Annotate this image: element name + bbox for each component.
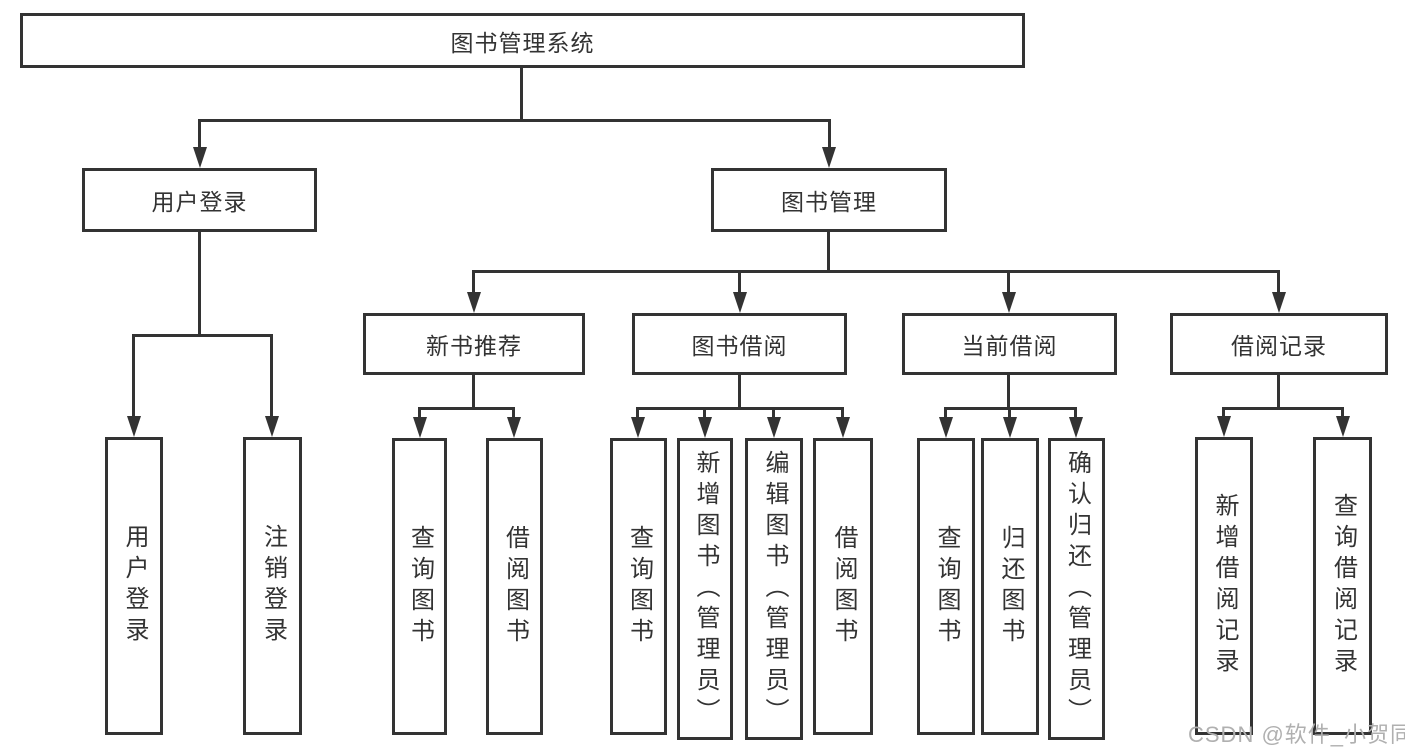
connector-drop-cb-return bbox=[1008, 407, 1011, 419]
connector-drop-bb-query bbox=[636, 407, 639, 419]
connector-drop-bb-add bbox=[703, 407, 706, 419]
connector-drop-book-borrow bbox=[738, 270, 741, 294]
node-root: 图书管理系统 bbox=[20, 13, 1025, 68]
node-bb-edit-book-admin: 编辑图书（管理员） bbox=[745, 438, 803, 740]
node-br-add-record: 新增借阅记录 bbox=[1195, 437, 1253, 735]
watermark-text: CSDN @软件_小贺同学 bbox=[1188, 722, 1405, 747]
connector-drop-br-add bbox=[1222, 407, 1225, 419]
connector-level2-hline bbox=[198, 119, 831, 122]
connector-current-borrow-stem bbox=[1007, 375, 1010, 410]
arrowhead-current-borrow-icon bbox=[1002, 292, 1016, 313]
arrowhead-br-add-icon bbox=[1217, 416, 1231, 437]
connector-drop-user-login bbox=[198, 119, 201, 149]
connector-book-management-stem bbox=[827, 232, 830, 273]
arrowhead-bb-edit-icon bbox=[767, 417, 781, 438]
arrowhead-borrow-records-icon bbox=[1272, 292, 1286, 313]
arrowhead-nb-borrow-icon bbox=[507, 417, 521, 438]
connector-level3-hline bbox=[472, 270, 1280, 273]
connector-drop-borrow-records bbox=[1277, 270, 1280, 294]
arrowhead-leaf-logout-icon bbox=[265, 416, 279, 437]
arrowhead-bb-query-icon bbox=[631, 417, 645, 438]
node-user-login-leaf: 用户登录 bbox=[105, 437, 163, 735]
connector-drop-cb-query bbox=[944, 407, 947, 419]
arrowhead-user-login-icon bbox=[193, 147, 207, 168]
connector-drop-bb-borrow bbox=[841, 407, 844, 419]
connector-book-borrow-stem bbox=[738, 375, 741, 410]
node-br-query-record: 查询借阅记录 bbox=[1313, 437, 1372, 735]
connector-book-borrow-hline bbox=[636, 407, 844, 410]
arrowhead-book-management-icon bbox=[822, 147, 836, 168]
connector-drop-leaf-logout bbox=[270, 334, 273, 418]
connector-drop-book-management bbox=[828, 119, 831, 149]
arrowhead-cb-return-icon bbox=[1003, 417, 1017, 438]
node-cb-confirm-return-admin: 确认归还（管理员） bbox=[1048, 438, 1105, 740]
arrowhead-cb-query-icon bbox=[939, 417, 953, 438]
connector-drop-new-book bbox=[472, 270, 475, 294]
node-logout: 注销登录 bbox=[243, 437, 302, 735]
arrowhead-br-query-icon bbox=[1336, 416, 1350, 437]
node-bb-add-book-admin: 新增图书（管理员） bbox=[677, 438, 733, 740]
connector-new-book-stem bbox=[472, 375, 475, 410]
node-book-management: 图书管理 bbox=[711, 168, 947, 232]
node-cb-query-books: 查询图书 bbox=[917, 438, 975, 735]
node-user-login: 用户登录 bbox=[82, 168, 317, 232]
arrowhead-nb-query-icon bbox=[413, 417, 427, 438]
connector-drop-leaf-user-login bbox=[132, 334, 135, 418]
arrowhead-bb-borrow-icon bbox=[836, 417, 850, 438]
connector-drop-nb-borrow bbox=[512, 407, 515, 419]
node-cb-return-book: 归还图书 bbox=[981, 438, 1039, 735]
connector-drop-current-borrow bbox=[1007, 270, 1010, 294]
connector-user-login-stem bbox=[198, 232, 201, 337]
connector-root-stem bbox=[520, 68, 523, 122]
connector-drop-cb-confirm bbox=[1074, 407, 1077, 419]
node-new-book-recommend: 新书推荐 bbox=[363, 313, 585, 375]
node-bb-query-books: 查询图书 bbox=[610, 438, 667, 735]
arrowhead-cb-confirm-icon bbox=[1069, 417, 1083, 438]
connector-new-book-hline bbox=[418, 407, 515, 410]
node-nb-query-books: 查询图书 bbox=[392, 438, 447, 735]
node-book-borrow: 图书借阅 bbox=[632, 313, 847, 375]
arrowhead-book-borrow-icon bbox=[733, 292, 747, 313]
node-current-borrow: 当前借阅 bbox=[902, 313, 1117, 375]
connector-drop-nb-query bbox=[418, 407, 421, 419]
node-nb-borrow-books: 借阅图书 bbox=[486, 438, 543, 735]
connector-borrow-records-hline bbox=[1222, 407, 1344, 410]
connector-user-login-hline bbox=[132, 334, 273, 337]
arrowhead-leaf-user-login-icon bbox=[127, 416, 141, 437]
node-bb-borrow-books: 借阅图书 bbox=[813, 438, 873, 735]
node-borrow-records: 借阅记录 bbox=[1170, 313, 1388, 375]
connector-drop-br-query bbox=[1341, 407, 1344, 419]
arrowhead-new-book-icon bbox=[467, 292, 481, 313]
connector-drop-bb-edit bbox=[772, 407, 775, 419]
connector-borrow-records-stem bbox=[1277, 375, 1280, 410]
arrowhead-bb-add-icon bbox=[698, 417, 712, 438]
